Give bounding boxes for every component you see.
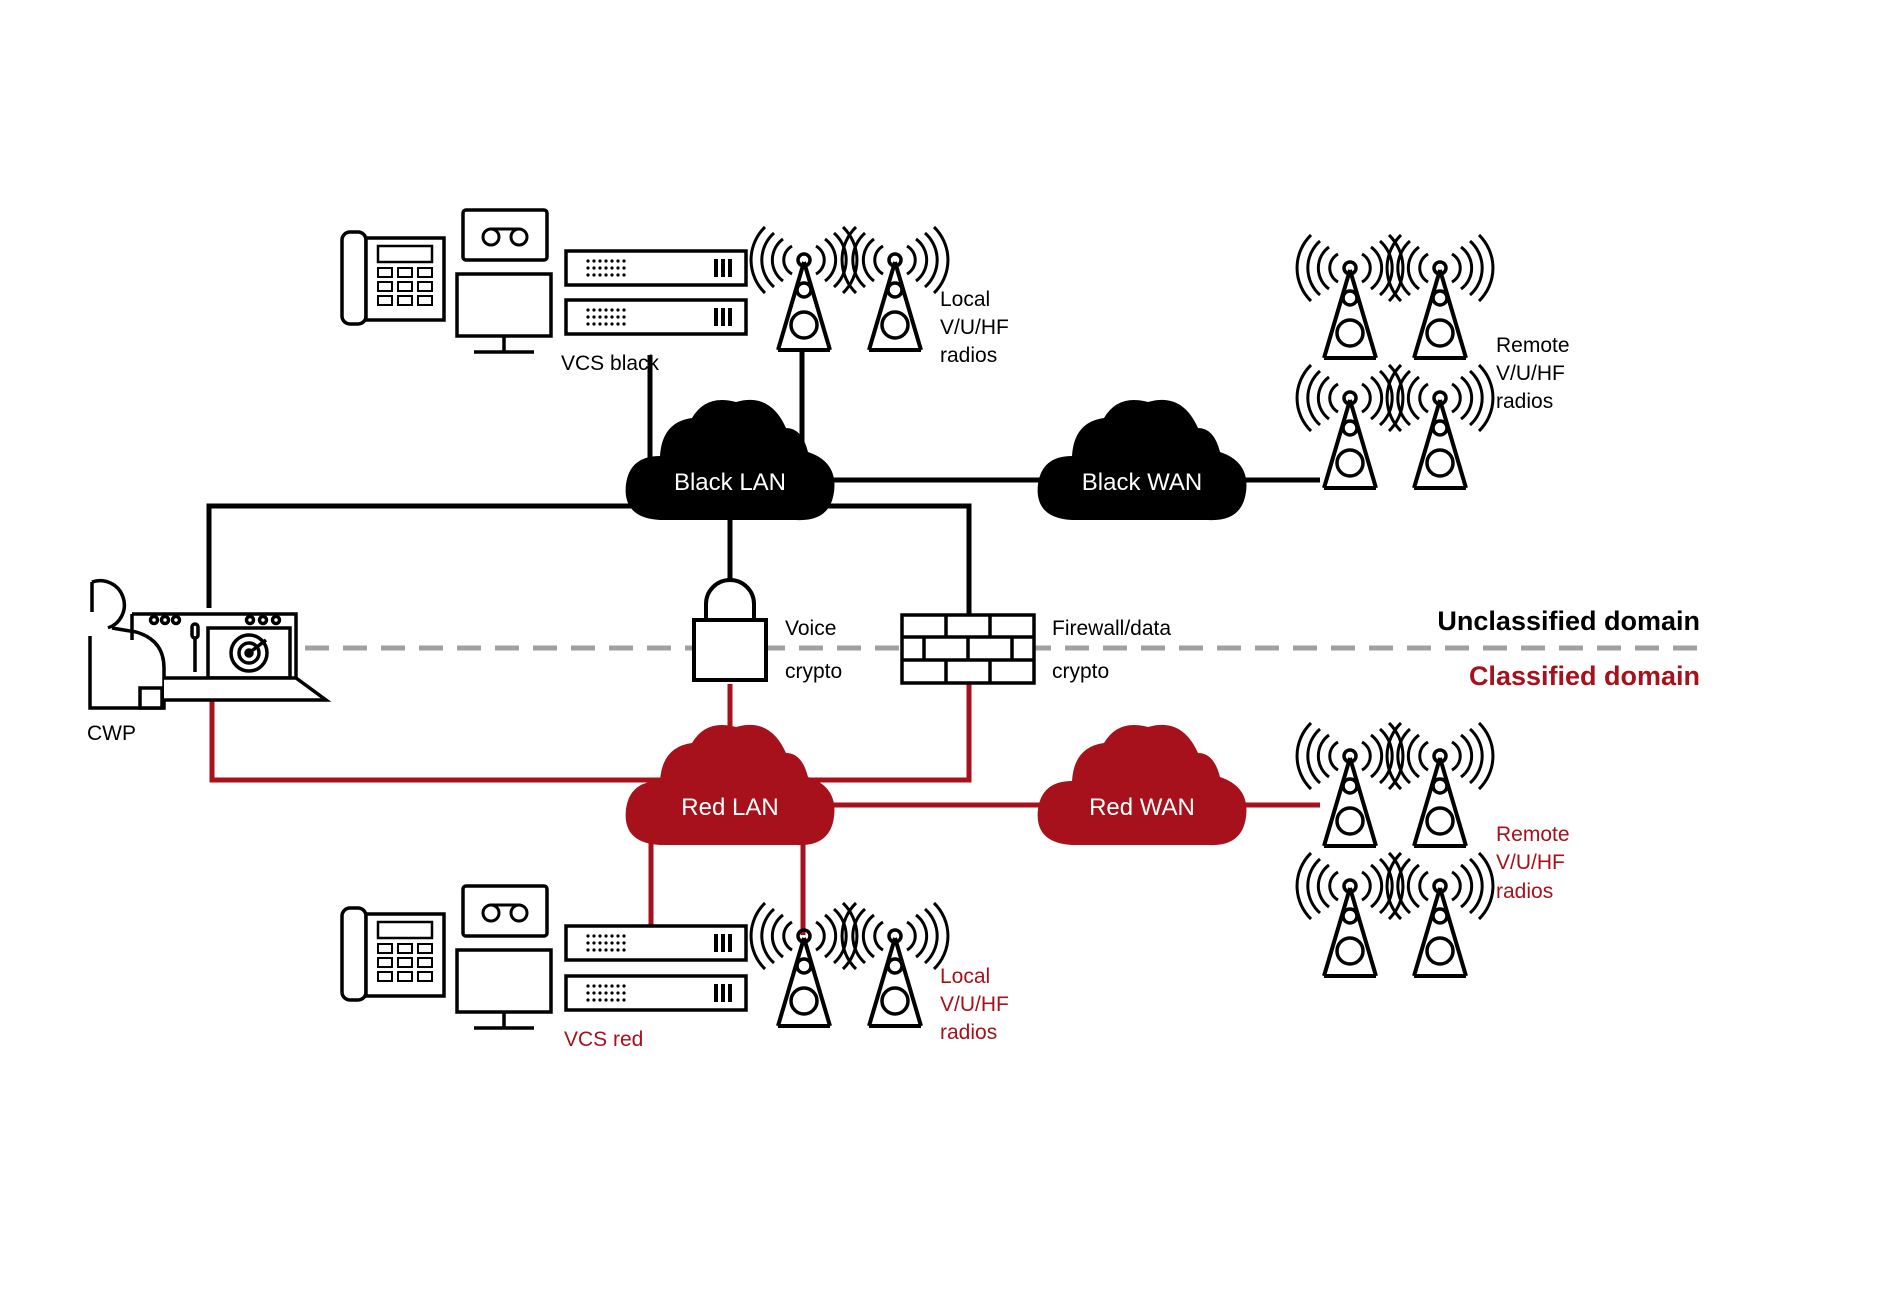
svg-text:radios: radios [940, 344, 997, 367]
telephone-icon [340, 230, 446, 326]
telephone-icon [340, 906, 446, 1002]
recorder-monitor-icon [455, 884, 553, 1030]
svg-text:crypto: crypto [1052, 660, 1109, 683]
svg-text:Remote: Remote [1496, 823, 1570, 846]
svg-text:V/U/HF: V/U/HF [1496, 362, 1565, 385]
unclassified-domain-label: Unclassified domain [1437, 606, 1700, 636]
vcs-black-equipment [340, 208, 748, 354]
radio-tower-icon [749, 225, 859, 352]
padlock-icon [692, 578, 768, 682]
local-radios-red-label: Local V/U/HF radios [940, 965, 1009, 1044]
remote-radios-red-label: Remote V/U/HF radios [1496, 823, 1570, 903]
black-wan-cloud [1037, 399, 1247, 521]
server-icon [564, 298, 748, 336]
black-wan-label: Black WAN [1082, 469, 1202, 496]
red-wan-cloud [1037, 724, 1247, 846]
svg-text:Local: Local [940, 288, 990, 311]
remote-radios-black-label: Remote V/U/HF radios [1496, 334, 1570, 413]
svg-text:V/U/HF: V/U/HF [940, 316, 1009, 339]
radio-tower-icon [1385, 233, 1495, 360]
black-lan-label: Black LAN [674, 469, 786, 496]
red-lan-cloud [625, 724, 835, 846]
svg-text:radios: radios [1496, 390, 1553, 413]
firewall-icon [900, 613, 1036, 685]
svg-text:V/U/HF: V/U/HF [940, 993, 1009, 1016]
cwp-label: CWP [87, 722, 136, 745]
red-lan-label: Red LAN [681, 794, 778, 821]
radio-tower-icon [1385, 721, 1495, 848]
radio-tower-icon [840, 225, 950, 352]
svg-text:Remote: Remote [1496, 334, 1570, 357]
radio-tower-icon [1295, 363, 1405, 490]
svg-text:V/U/HF: V/U/HF [1496, 851, 1565, 874]
svg-text:radios: radios [940, 1021, 997, 1044]
svg-text:Firewall/data: Firewall/data [1052, 617, 1171, 640]
radio-tower-icon [1295, 233, 1405, 360]
radio-tower-icon [1295, 851, 1405, 978]
local-radios-black-label: Local V/U/HF radios [940, 288, 1009, 367]
svg-text:crypto: crypto [785, 660, 842, 683]
radar-console-icon [130, 612, 332, 702]
classified-domain-label: Classified domain [1469, 661, 1700, 691]
firewall-crypto-label: Firewall/data crypto [1052, 617, 1171, 683]
vcs-red-label: VCS red [564, 1028, 643, 1051]
vcs-black-label: VCS black [561, 352, 660, 375]
svg-text:radios: radios [1496, 880, 1553, 903]
vcs-red-equipment [340, 884, 748, 1030]
radio-tower-icon [1385, 363, 1495, 490]
radio-tower-icon [1295, 721, 1405, 848]
voice-crypto-label: Voice crypto [785, 617, 842, 683]
radio-tower-icon [840, 901, 950, 1028]
red-wan-label: Red WAN [1089, 794, 1195, 821]
server-icon [564, 974, 748, 1012]
server-icon [564, 249, 748, 287]
recorder-monitor-icon [455, 208, 553, 354]
radio-tower-icon [1385, 851, 1495, 978]
svg-text:Local: Local [940, 965, 990, 988]
svg-text:Voice: Voice [785, 617, 836, 640]
server-icon [564, 924, 748, 962]
operator-icon [88, 578, 166, 710]
